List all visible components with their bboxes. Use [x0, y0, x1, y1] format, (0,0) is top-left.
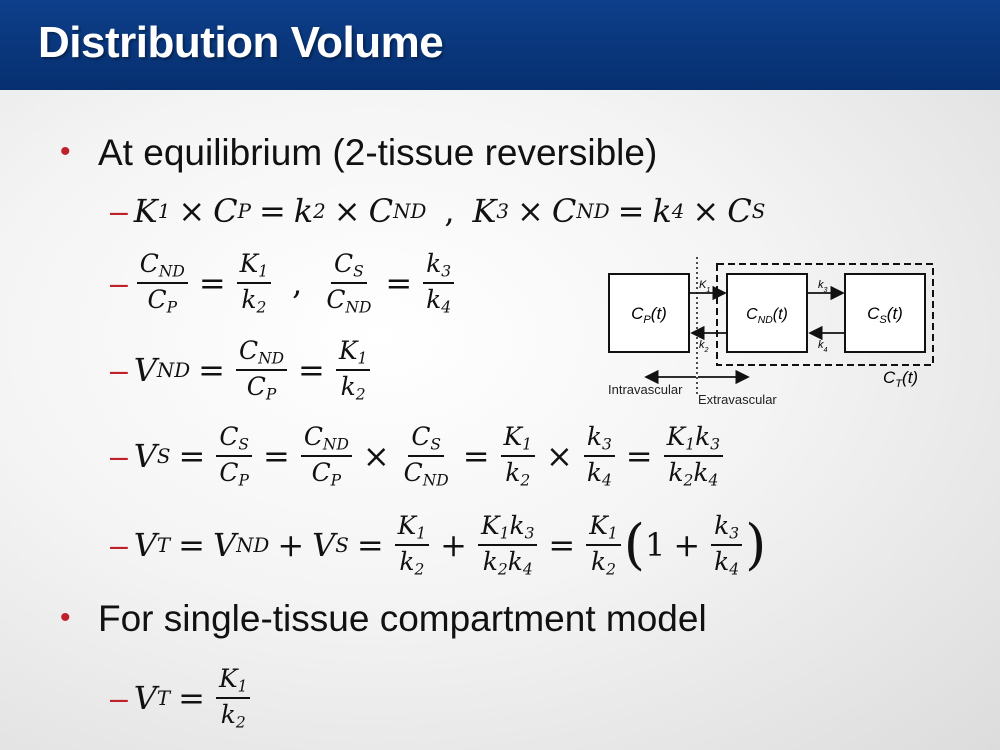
bullet-dot: •: [60, 135, 71, 168]
rate-k2-label: k2: [699, 339, 709, 354]
box-specific: [844, 273, 926, 353]
bullet-2: • For single-tissue compartment model: [60, 598, 707, 640]
box-cp-label: CP(t): [631, 304, 667, 326]
bullet-2-text: For single-tissue compartment model: [98, 598, 707, 639]
bullet-1-text: At equilibrium (2-tissue reversible): [98, 132, 658, 173]
rate-k1-label: K1: [699, 279, 710, 294]
box-plasma: [608, 273, 690, 353]
extravascular-label: Extravascular: [698, 392, 777, 407]
box-nondisplaceable: [726, 273, 808, 353]
box-cs-label: CS(t): [867, 304, 903, 326]
slide-title: Distribution Volume: [38, 18, 444, 67]
tissue-boundary: [716, 263, 934, 366]
rate-k3-label: k3: [818, 279, 828, 294]
title-bar: Distribution Volume: [0, 0, 1000, 90]
box-cnd-label: CND(t): [746, 306, 788, 326]
bullet-1: • At equilibrium (2-tissue reversible): [60, 132, 657, 174]
bullet-dot: •: [60, 601, 71, 634]
intravascular-label: Intravascular: [608, 382, 683, 397]
compartment-diagram: CP(t) CND(t) CS(t) K1 k2 k3 k4 CT(t) Int…: [608, 257, 934, 407]
rate-k4-label: k4: [818, 339, 828, 354]
ct-label: CT(t): [883, 368, 918, 390]
